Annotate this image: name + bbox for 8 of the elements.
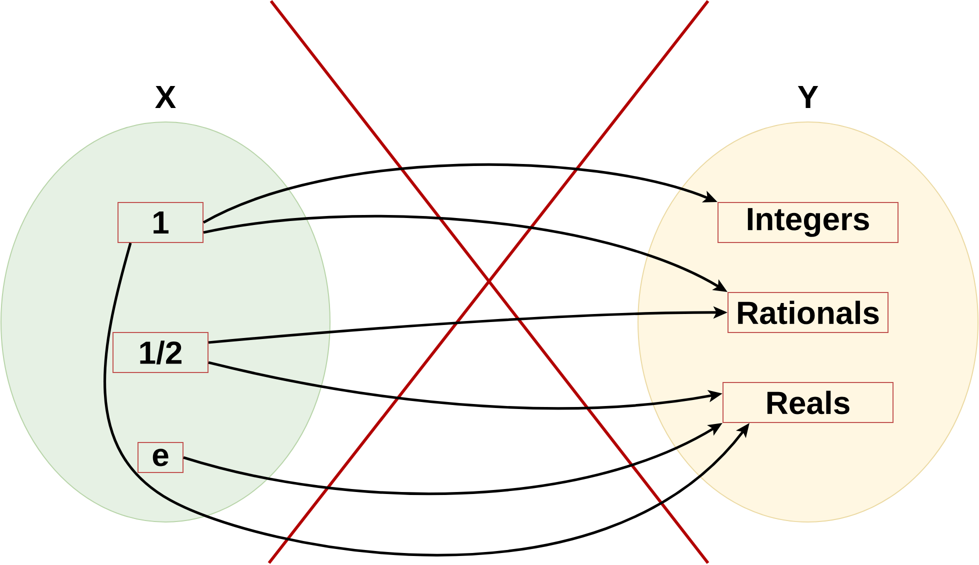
label-box: e (138, 442, 184, 473)
set-label: Y (798, 86, 818, 108)
label-box: 1/2 (112, 332, 208, 373)
label-box: Rationals (728, 292, 889, 333)
label-box: Reals (722, 382, 894, 423)
set-label: X (155, 86, 176, 108)
label-box: 1 (118, 202, 204, 243)
label-box: Integers (718, 202, 898, 243)
